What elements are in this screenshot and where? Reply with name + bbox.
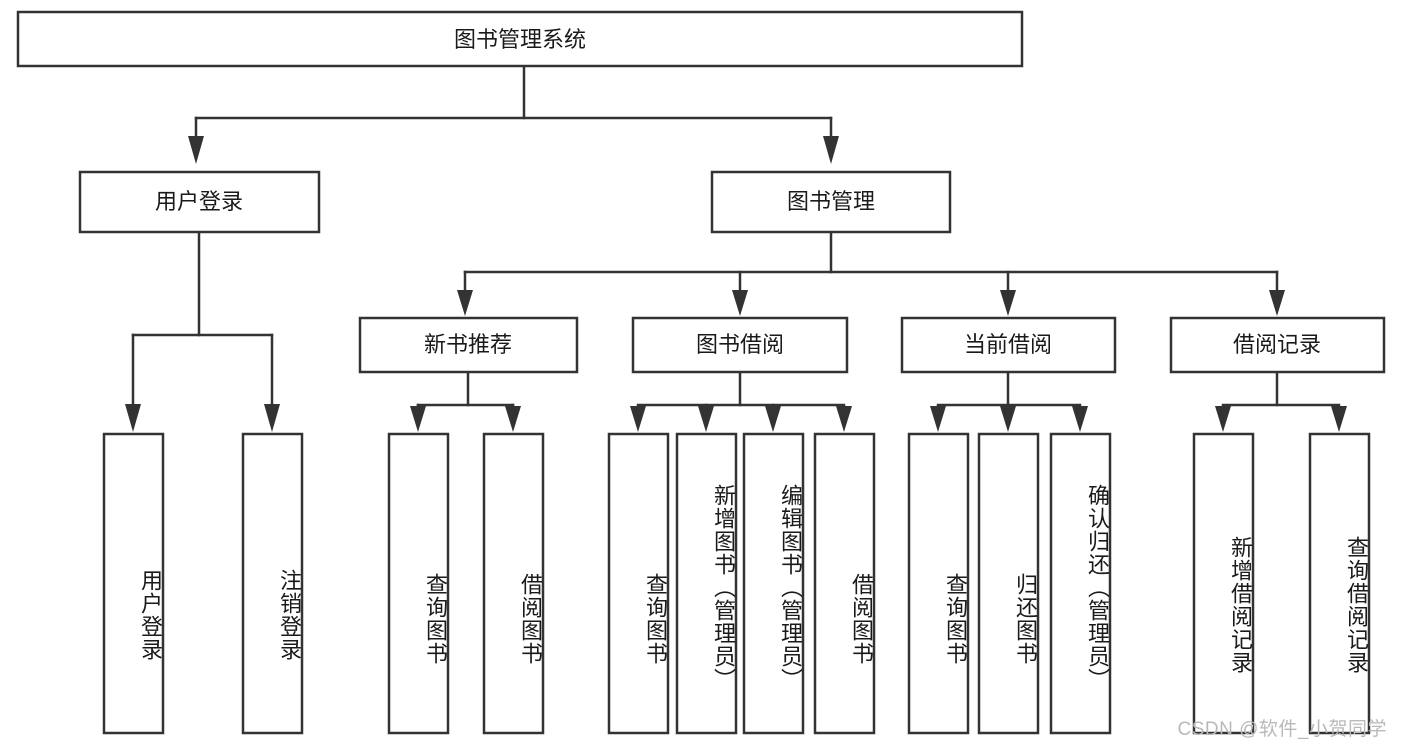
connector-group-current-borrow bbox=[930, 370, 1088, 432]
node-new-book-recommend[interactable] bbox=[358, 316, 579, 374]
node-leaf-borrow-book-1[interactable] bbox=[482, 432, 545, 735]
node-leaf-add-borrow-record[interactable] bbox=[1192, 432, 1255, 735]
node-leaf-edit-book-admin[interactable] bbox=[742, 432, 805, 735]
arrow-head-new-book-recommend bbox=[457, 290, 473, 316]
connector-group-new-book-recommend bbox=[410, 370, 521, 432]
connector-group-root bbox=[188, 64, 839, 164]
watermark-text: CSDN @软件_小贺同学 bbox=[1177, 719, 1387, 740]
arrow-head-leaf-return-book bbox=[1000, 406, 1016, 432]
connector-group-book-borrow bbox=[630, 370, 852, 432]
arrow-head-leaf-borrow-book-2 bbox=[836, 406, 852, 432]
node-new-book-recommend-label: 新书推荐 bbox=[424, 332, 512, 357]
node-user-login[interactable] bbox=[78, 170, 321, 234]
arrow-head-leaf-borrow-book-1 bbox=[505, 406, 521, 432]
arrow-head-leaf-edit-book bbox=[765, 406, 781, 432]
arrow-head-leaf-query-record bbox=[1331, 406, 1347, 432]
arrow-head-book-mgmt bbox=[823, 136, 839, 164]
arrow-head-current-borrow bbox=[1000, 290, 1016, 316]
node-leaf-logout[interactable] bbox=[241, 432, 304, 735]
node-root-book-management-system[interactable] bbox=[16, 10, 1024, 68]
connector-group-borrow-record bbox=[1215, 370, 1347, 432]
node-leaf-return-book[interactable] bbox=[977, 432, 1040, 735]
node-leaf-user-login[interactable] bbox=[102, 432, 165, 735]
arrow-head-user-login bbox=[188, 136, 204, 164]
connector-group-book-mgmt bbox=[457, 230, 1285, 316]
arrow-head-leaf-query-book-3 bbox=[930, 406, 946, 432]
node-current-borrow-label: 当前借阅 bbox=[964, 332, 1052, 357]
node-book-management-label: 图书管理 bbox=[787, 189, 875, 214]
node-book-borrow-label: 图书借阅 bbox=[696, 332, 784, 357]
node-borrow-record[interactable] bbox=[1169, 316, 1386, 374]
arrow-head-leaf-add-book bbox=[698, 406, 714, 432]
node-user-login-label: 用户登录 bbox=[155, 189, 243, 214]
arrow-head-leaf-add-record bbox=[1215, 406, 1231, 432]
node-leaf-confirm-return-admin[interactable] bbox=[1049, 432, 1112, 735]
arrow-head-leaf-query-book-2 bbox=[630, 406, 646, 432]
arrow-head-leaf-logout bbox=[264, 404, 280, 432]
node-leaf-borrow-book-2[interactable] bbox=[813, 432, 876, 735]
node-leaf-query-book-2[interactable] bbox=[607, 432, 670, 735]
node-leaf-query-book-3[interactable] bbox=[907, 432, 970, 735]
node-book-management[interactable] bbox=[710, 170, 952, 234]
arrow-head-leaf-query-book-1 bbox=[410, 406, 426, 432]
node-leaf-query-book-1[interactable] bbox=[387, 432, 450, 735]
arrow-head-book-borrow bbox=[732, 290, 748, 316]
node-book-borrow[interactable] bbox=[631, 316, 849, 374]
node-borrow-record-label: 借阅记录 bbox=[1233, 332, 1321, 357]
arrow-head-leaf-confirm-return bbox=[1072, 406, 1088, 432]
arrow-head-leaf-user-login bbox=[125, 404, 141, 432]
node-current-borrow[interactable] bbox=[900, 316, 1117, 374]
node-root-label: 图书管理系统 bbox=[454, 27, 586, 52]
connector-group-user-login bbox=[125, 230, 280, 432]
arrow-head-borrow-record bbox=[1269, 290, 1285, 316]
node-leaf-query-borrow-record[interactable] bbox=[1308, 432, 1371, 735]
node-leaf-add-book-admin[interactable] bbox=[675, 432, 738, 735]
